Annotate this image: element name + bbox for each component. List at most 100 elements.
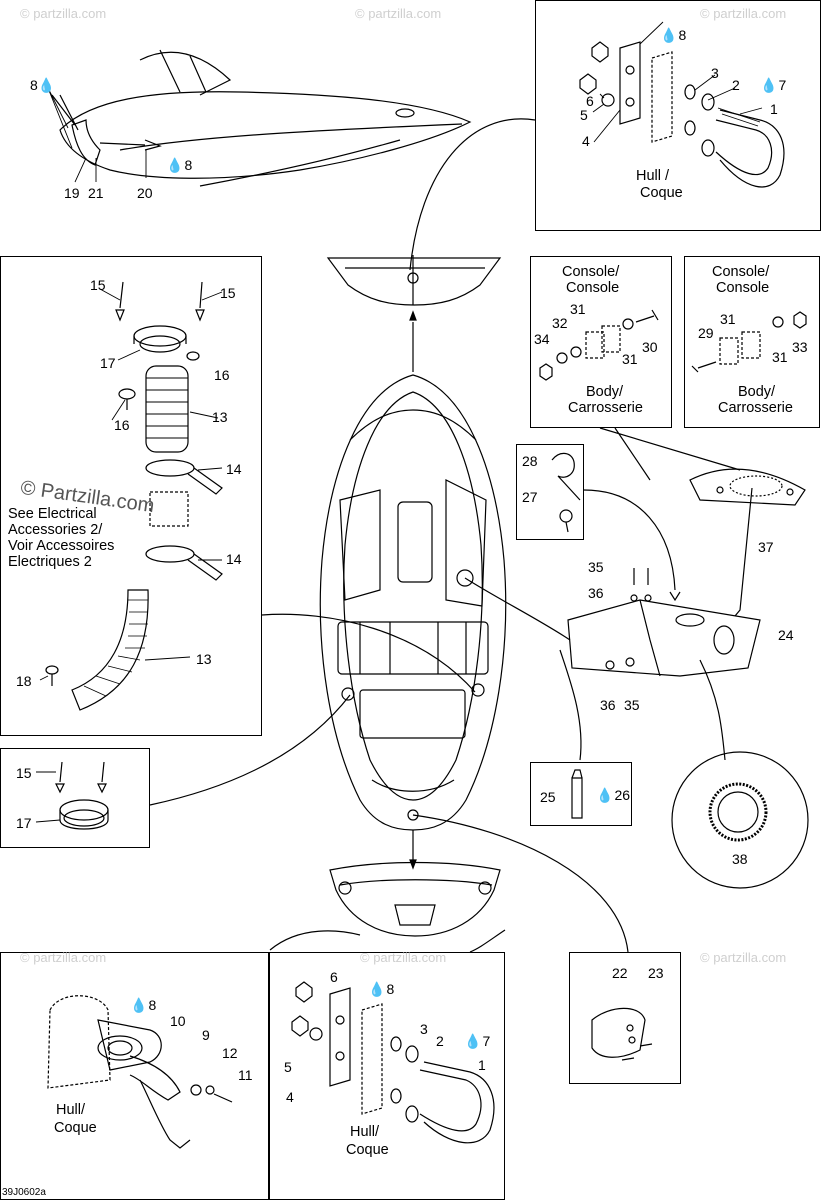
- callout-28: 28: [522, 453, 538, 469]
- see-electrical-note: See Electrical Accessories 2/ Voir Acces…: [8, 506, 114, 570]
- see-note-line-1: See Electrical: [8, 506, 97, 522]
- console-b-body-2: Carrosserie: [718, 400, 793, 416]
- callout-24: 24: [778, 627, 794, 643]
- watermark-4: © partzilla.com: [20, 950, 107, 965]
- panel-bottom-right-cover: [569, 952, 681, 1084]
- deck-top-view: [319, 374, 507, 870]
- small-vent-callout-15: 15: [16, 765, 32, 781]
- callout-8-top-left: 8💧: [30, 77, 56, 93]
- callout-20: 20: [137, 185, 153, 201]
- console-b-body-1: Body/: [738, 384, 776, 400]
- callout-13-top: 13: [212, 409, 228, 425]
- console-a-callout-31-bottom: 31: [622, 351, 638, 367]
- callout-16-left: 16: [114, 417, 130, 433]
- callout-18: 18: [16, 673, 32, 689]
- leader-tie-arrow: [669, 591, 681, 602]
- console-b-title-1: Console/: [712, 264, 770, 280]
- stern-callout-3: 3: [420, 1021, 428, 1037]
- panel-console-a: [530, 256, 672, 428]
- coque-label-bow: Coque: [640, 185, 683, 201]
- callout-14-top: 14: [226, 461, 242, 477]
- leader-sealant: [559, 649, 582, 761]
- callout-35-top: 35: [588, 559, 604, 575]
- console-a-callout-30: 30: [642, 339, 658, 355]
- leader-38: [699, 659, 726, 761]
- callout-1-bow: 1: [770, 101, 778, 117]
- stern-eye-assembly: [291, 981, 495, 1144]
- console-b-callout-31-top: 31: [720, 311, 736, 327]
- watermark-5: © partzilla.com: [360, 950, 447, 965]
- callout-38: 38: [732, 851, 748, 867]
- stern-view: [269, 861, 506, 953]
- drain-hull-label: Hull/: [56, 1102, 86, 1118]
- leader-37: [734, 487, 753, 617]
- console-a-title-1: Console/: [562, 264, 620, 280]
- callout-19: 19: [64, 185, 80, 201]
- console-b-hardware: [691, 311, 807, 373]
- callout-36-top: 36: [588, 585, 604, 601]
- callout-7-bow: 💧7: [760, 77, 787, 93]
- console-part-24: [567, 568, 761, 677]
- see-note-line-2: Accessories 2/: [8, 522, 103, 538]
- callout-2-bow: 2: [732, 77, 740, 93]
- callout-10: 10: [170, 1013, 186, 1029]
- watermark-6: © partzilla.com: [700, 950, 787, 965]
- callout-9: 9: [202, 1027, 210, 1043]
- stern-coque-label: Coque: [346, 1142, 389, 1158]
- callout-5-bow: 5: [580, 107, 588, 123]
- boat-side-view: [51, 49, 472, 187]
- callout-8-bow: 💧8: [660, 27, 687, 43]
- panel-bottom-mid-stern-eye: [269, 952, 505, 1200]
- callout-27: 27: [522, 489, 538, 505]
- callout-15-left: 15: [90, 277, 106, 293]
- callout-37: 37: [758, 539, 774, 555]
- watermark-3: © partzilla.com: [700, 6, 787, 21]
- panel-ventilation: [0, 256, 262, 736]
- label-leaders: [35, 21, 763, 823]
- vent-parts: [45, 281, 223, 711]
- callout-23: 23: [648, 965, 664, 981]
- panel-console-b: [684, 256, 820, 428]
- see-note-line-4: Electriques 2: [8, 554, 92, 570]
- sealant-tube-25: [571, 769, 583, 819]
- callout-13-bottom: 13: [196, 651, 212, 667]
- callout-17: 17: [100, 355, 116, 371]
- watermark-2: © partzilla.com: [355, 6, 442, 21]
- panel-top-right-bow-eye: [535, 0, 821, 231]
- leader-small-vent: [149, 694, 351, 806]
- panel-bottom-left-drain: [0, 952, 269, 1200]
- leader-cover: [412, 814, 629, 953]
- hull-label-bow: Hull /: [636, 168, 670, 184]
- watermark-1: © partzilla.com: [20, 6, 107, 21]
- tie-strap-parts: [551, 452, 581, 533]
- panel-small-vent: [0, 748, 150, 848]
- stern-callout-8: 💧8: [368, 981, 395, 997]
- bow-front-view: [326, 255, 502, 372]
- console-b-callout-33: 33: [792, 339, 808, 355]
- callout-14-bottom: 14: [226, 551, 242, 567]
- stern-callout-1: 1: [478, 1057, 486, 1073]
- callout-25: 25: [540, 789, 556, 805]
- console-b-callout-29: 29: [698, 325, 714, 341]
- callout-21: 21: [88, 185, 104, 201]
- callout-16-right: 16: [214, 367, 230, 383]
- console-b-callout-31-bottom: 31: [772, 349, 788, 365]
- callout-6-bow: 6: [586, 93, 594, 109]
- bow-eye-assembly: [579, 41, 785, 188]
- stern-callout-2: 2: [436, 1033, 444, 1049]
- callout-3-bow: 3: [711, 65, 719, 81]
- console-a-body-2: Carrosserie: [568, 400, 643, 416]
- console-a-callout-31-top: 31: [570, 301, 586, 317]
- drain-coque-label: Coque: [54, 1120, 97, 1136]
- console-a-callout-32: 32: [552, 315, 568, 331]
- console-a-title-2: Console: [566, 280, 620, 296]
- stern-callout-4: 4: [286, 1089, 294, 1105]
- cover-22-parts: [591, 1007, 653, 1061]
- stern-callout-5: 5: [284, 1059, 292, 1075]
- console-a-hardware: [539, 309, 659, 381]
- callout-11: 11: [238, 1067, 253, 1083]
- small-vent-parts: [55, 761, 109, 830]
- console-b-title-2: Console: [716, 280, 770, 296]
- stern-callout-6: 6: [330, 969, 338, 985]
